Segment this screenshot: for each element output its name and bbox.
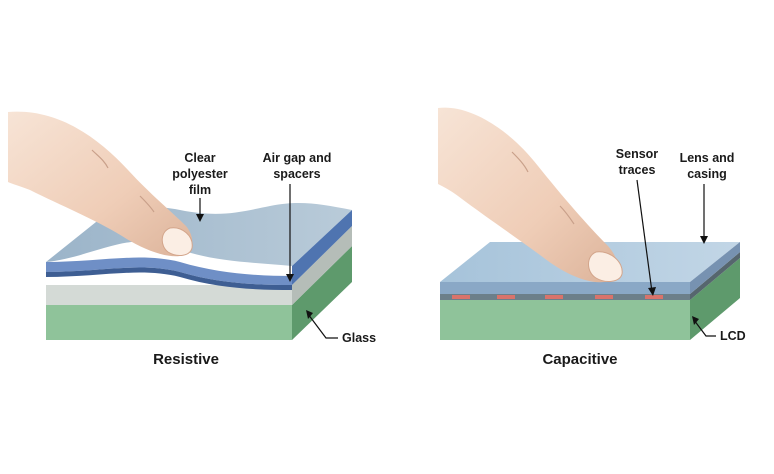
label-clear-polyester-film: Clear polyester film <box>172 151 228 222</box>
film-label-line1: Clear <box>184 151 215 165</box>
capacitive-illustration: Sensor traces Lens and casing LCD Capaci… <box>438 107 746 368</box>
capacitive-lcd-layer <box>440 258 740 340</box>
film-label-line2: polyester <box>172 167 228 181</box>
label-glass: Glass <box>306 310 376 345</box>
air-gap-label-line2: spacers <box>273 167 320 181</box>
capacitive-finger <box>438 107 623 283</box>
resistive-glass-layer <box>46 246 352 340</box>
label-lens-casing: Lens and casing <box>680 151 735 244</box>
sensor-trace <box>545 295 563 299</box>
lens-label-line1: Lens and <box>680 151 735 165</box>
air-gap-label-line1: Air gap and <box>263 151 332 165</box>
capacitive-caption: Capacitive <box>542 351 617 368</box>
glass-label: Glass <box>342 331 376 345</box>
lcd-label: LCD <box>720 329 746 343</box>
sensor-trace <box>497 295 515 299</box>
resistive-spacer-layer <box>46 226 352 305</box>
resistive-finger <box>8 111 193 257</box>
film-label-line3: film <box>189 183 211 197</box>
resistive-caption: Resistive <box>153 351 219 368</box>
sensor-trace <box>645 295 663 299</box>
sensor-trace <box>452 295 470 299</box>
label-sensor-traces: Sensor traces <box>616 147 659 296</box>
sensor-label-line2: traces <box>619 163 656 177</box>
label-air-gap-spacers: Air gap and spacers <box>263 151 332 282</box>
resistive-illustration: Clear polyester film Air gap and spacers… <box>8 111 376 368</box>
label-lcd: LCD <box>692 316 746 343</box>
sensor-trace <box>595 295 613 299</box>
sensor-label-line1: Sensor <box>616 147 659 161</box>
lens-label-line2: casing <box>687 167 727 181</box>
capacitive-sensor-layer <box>440 252 740 300</box>
